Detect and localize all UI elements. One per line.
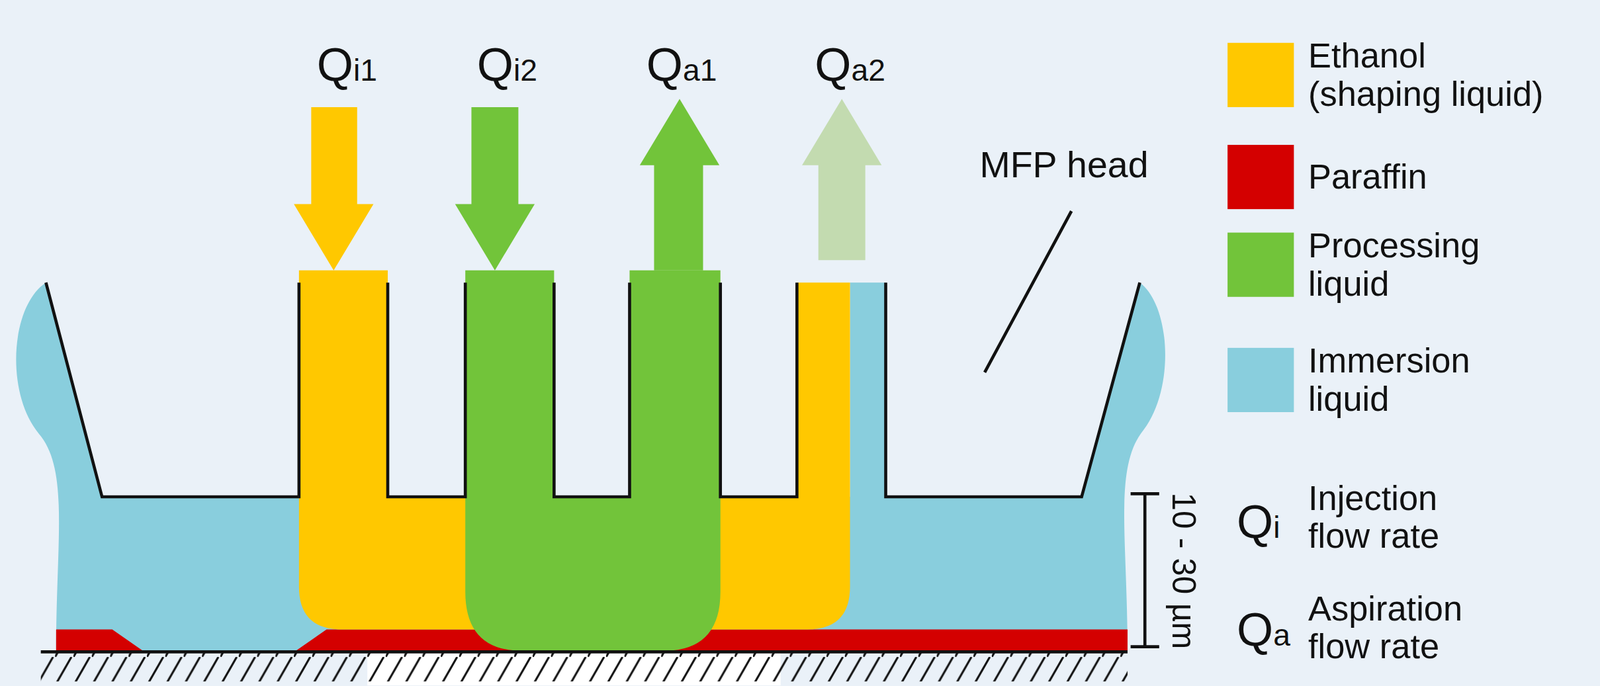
processing-channel: [629, 270, 720, 497]
legend-text: Paraffin: [1308, 158, 1554, 197]
substrate-hatch: [41, 653, 1128, 682]
immersion-liquid: [15, 282, 1166, 652]
paraffin-layer: [56, 629, 143, 651]
legend-text: Ethanol (shaping liquid): [1308, 37, 1554, 114]
mfp-head-outline: [45, 282, 1140, 497]
injection-arrow: [455, 107, 535, 271]
dimension-bracket: [1130, 493, 1160, 647]
flow-label: Qa: [1236, 606, 1291, 654]
flow-label: Qi2: [477, 41, 538, 89]
processing-flow: [465, 496, 721, 652]
immersion-in-channel: [850, 282, 887, 497]
flow-label: Qa2: [814, 41, 886, 89]
legend-text: Processing liquid: [1308, 226, 1554, 304]
flow-label: Qi: [1236, 498, 1280, 546]
legend-swatch: [1227, 348, 1294, 413]
aspiration-arrow: [639, 99, 720, 271]
ethanol-channel: [796, 282, 850, 497]
key-text: Injection flow rate: [1308, 479, 1482, 556]
legend-swatch: [1227, 43, 1294, 108]
legend-text: Immersion liquid: [1308, 342, 1554, 419]
dimension-label: 10 - 30 µm: [1165, 492, 1202, 650]
legend-swatch: [1227, 144, 1294, 210]
flow-label: Qi1: [316, 41, 378, 89]
leader-line: [984, 211, 1072, 373]
aspiration-arrow: [801, 99, 882, 261]
key-text: Aspiration flow rate: [1308, 589, 1482, 666]
injection-arrow: [293, 107, 374, 271]
legend-swatch: [1227, 232, 1294, 298]
part-label: MFP head: [979, 144, 1149, 186]
processing-channel: [465, 270, 554, 497]
flow-label: Qa1: [646, 41, 718, 89]
paraffin-layer: [295, 629, 1128, 651]
ethanol-channel: [299, 270, 388, 497]
substrate-surface: [41, 650, 1128, 654]
